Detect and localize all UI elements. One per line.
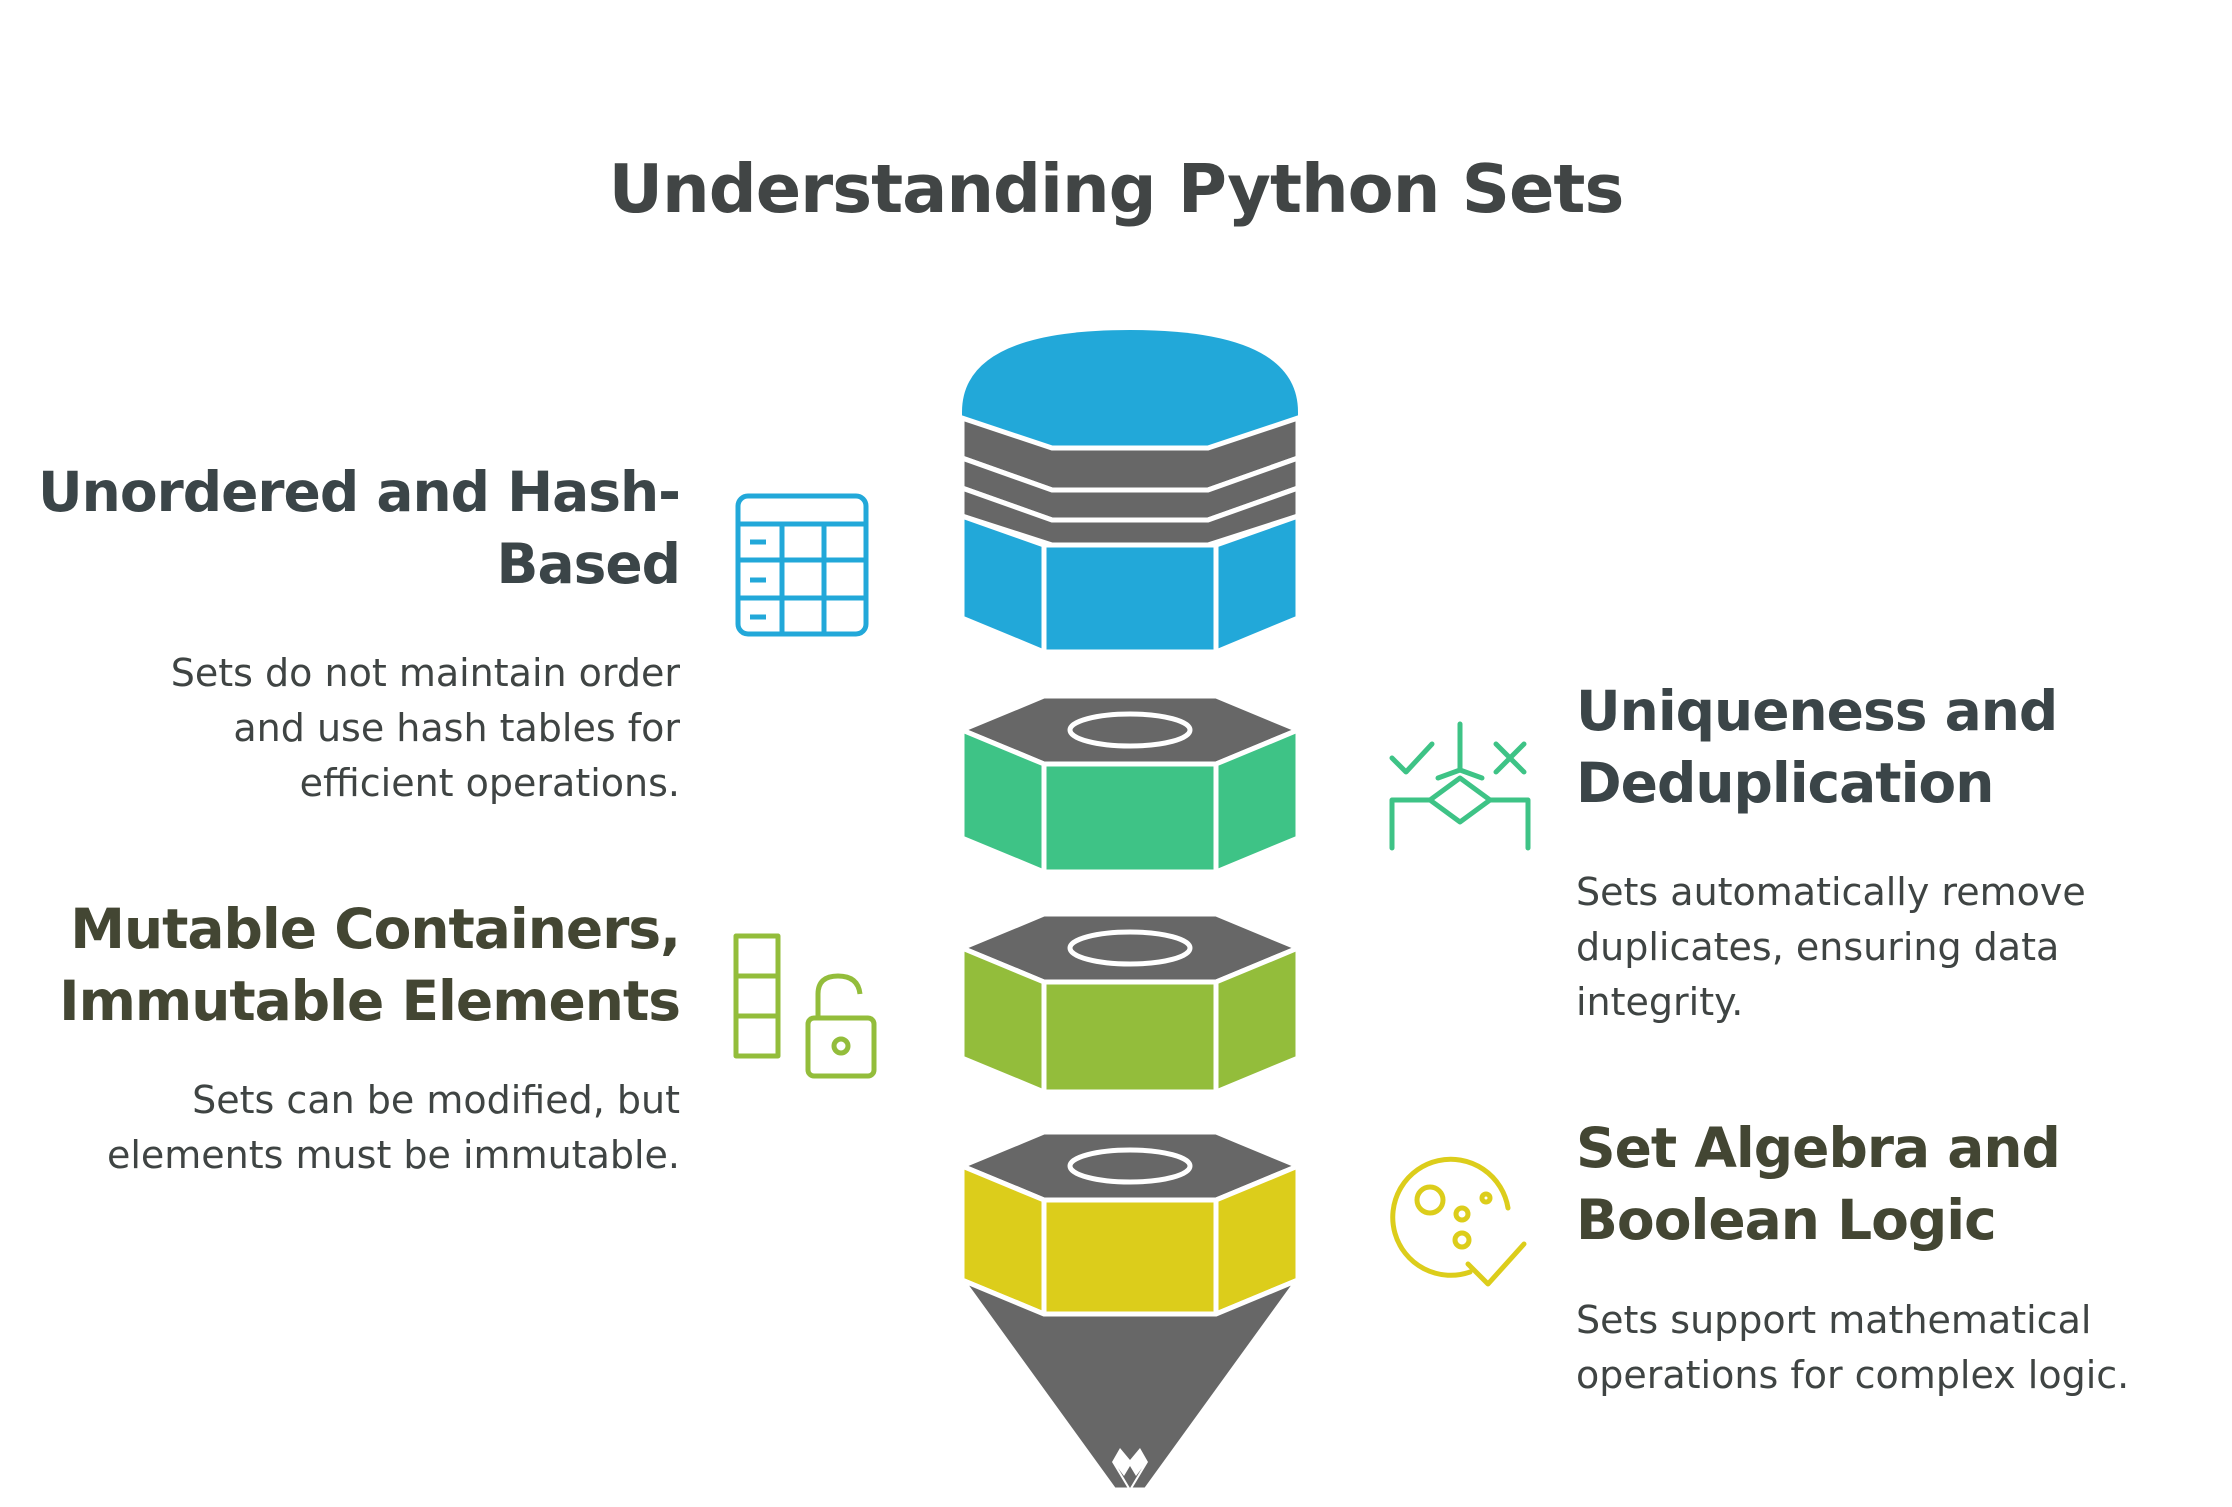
item-3-description-line-1: Sets can be modified, but: [192, 1078, 680, 1122]
item-1-description-line-1: Sets do not maintain order: [170, 651, 680, 695]
check-cross-decision-icon: [1389, 721, 1531, 851]
item-4-description: Sets support mathematical operations for…: [1576, 1293, 2232, 1403]
item-2-description: Sets automatically remove duplicates, en…: [1576, 865, 2216, 1030]
item-4-heading: Set Algebra and Boolean Logic: [1576, 1112, 2216, 1256]
segment-lime: [955, 911, 1305, 1096]
item-2-heading: Uniqueness and Deduplication: [1576, 675, 2216, 819]
item-2-description-line-2: duplicates, ensuring data: [1576, 925, 2060, 969]
item-3-heading-line-1: Mutable Containers,: [70, 897, 681, 961]
item-1-description: Sets do not maintain order and use hash …: [0, 646, 680, 811]
item-4-heading-line-2: Boolean Logic: [1576, 1188, 1997, 1252]
item-1-heading: Unordered and Hash- Based: [0, 456, 681, 600]
item-2-description-line-1: Sets automatically remove: [1576, 870, 2086, 914]
unlocked-padlock-icon: [733, 933, 877, 1079]
item-4-heading-line-1: Set Algebra and: [1576, 1116, 2061, 1180]
item-3-heading: Mutable Containers, Immutable Elements: [0, 893, 681, 1037]
item-4-description-line-2: operations for complex logic.: [1576, 1353, 2130, 1397]
pencil-tip: [954, 1274, 1306, 1493]
item-4-description-line-1: Sets support mathematical: [1576, 1298, 2092, 1342]
item-2-heading-line-2: Deduplication: [1576, 751, 1994, 815]
table-grid-icon: [735, 493, 869, 637]
item-1-heading-line-2: Based: [496, 532, 681, 596]
segment-green: [955, 693, 1305, 876]
item-2-description-line-3: integrity.: [1576, 980, 1744, 1024]
item-3-description: Sets can be modified, but elements must …: [0, 1073, 680, 1183]
item-1-description-line-3: efficient operations.: [299, 761, 680, 805]
page-title: Understanding Python Sets: [608, 150, 1625, 228]
segment-yellow: [955, 1129, 1305, 1318]
item-3-heading-line-2: Immutable Elements: [59, 969, 681, 1033]
segment-blue: [959, 330, 1301, 656]
item-2-heading-line-1: Uniqueness and: [1576, 679, 2058, 743]
logic-circle-check-icon: [1390, 1156, 1527, 1287]
item-3-description-line-2: elements must be immutable.: [106, 1133, 680, 1177]
item-1-heading-line-1: Unordered and Hash-: [38, 460, 681, 524]
item-1-description-line-2: and use hash tables for: [233, 706, 680, 750]
